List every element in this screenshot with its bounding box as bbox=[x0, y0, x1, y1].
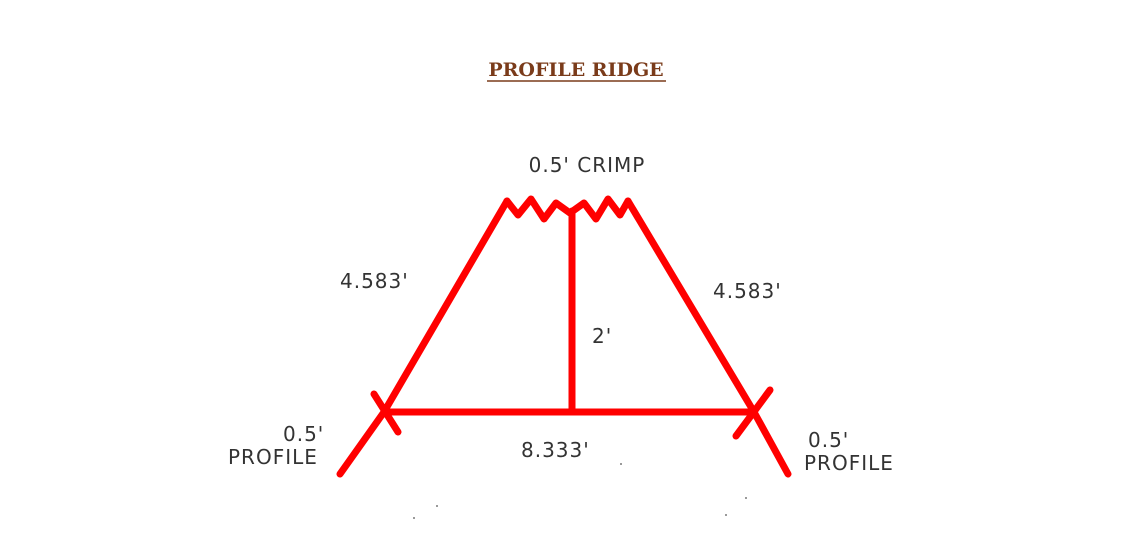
left-profile-word-label: PROFILE bbox=[228, 445, 318, 469]
speck bbox=[620, 463, 622, 465]
right-cross-mark bbox=[732, 386, 774, 440]
speck bbox=[745, 497, 747, 499]
left-slope-line bbox=[380, 197, 511, 416]
speck bbox=[413, 517, 415, 519]
left-cross-mark bbox=[370, 390, 402, 436]
diagram-title: PROFILE RIDGE bbox=[488, 59, 663, 81]
right-profile-size-label: 0.5' bbox=[808, 428, 849, 452]
right-profile-word-label: PROFILE bbox=[804, 451, 894, 475]
left-slope-label: 4.583' bbox=[340, 269, 409, 293]
right-slope-line bbox=[624, 197, 758, 416]
crimp-zigzag bbox=[503, 195, 632, 223]
right-profile-extension bbox=[750, 408, 792, 478]
height-label: 2' bbox=[592, 324, 612, 348]
base-label: 8.333' bbox=[521, 438, 590, 462]
left-profile-size-label: 0.5' bbox=[283, 422, 324, 446]
left-profile-extension bbox=[336, 408, 388, 478]
right-slope-label: 4.583' bbox=[713, 279, 782, 303]
speck bbox=[436, 505, 438, 507]
speck bbox=[725, 514, 727, 516]
crimp-label: 0.5' CRIMP bbox=[529, 153, 646, 177]
